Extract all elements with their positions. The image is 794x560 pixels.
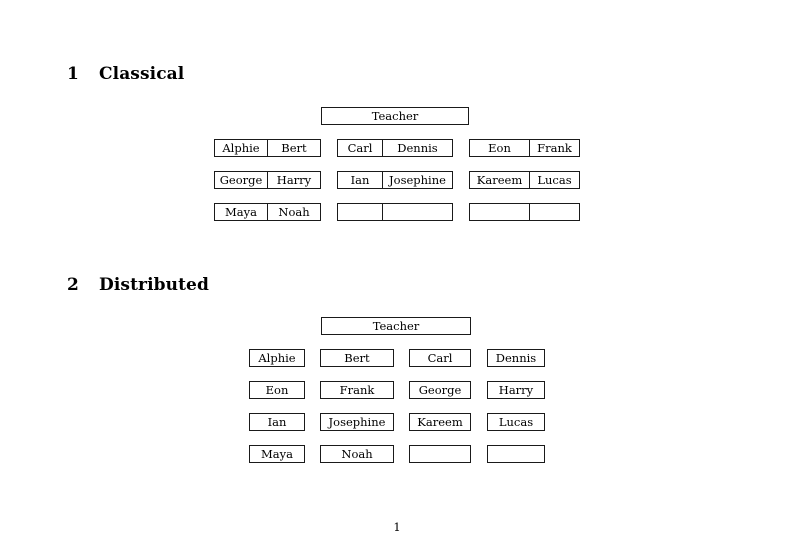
student-box: George [409, 381, 471, 399]
student-box: Ian [249, 413, 305, 431]
student-group-box: George Harry [214, 171, 321, 189]
student-cell: Lucas [498, 415, 534, 429]
section-title: Classical [99, 64, 185, 84]
student-cell: Dennis [382, 140, 452, 156]
student-cell: Josephine [328, 415, 386, 429]
student-box: Josephine [320, 413, 394, 431]
student-cell: Noah [267, 204, 320, 220]
student-group-box: Alphie Bert [214, 139, 321, 157]
student-cell: Harry [267, 172, 320, 188]
student-group-box: Maya Noah [214, 203, 321, 221]
student-box: Kareem [409, 413, 471, 431]
student-cell: Maya [225, 205, 257, 219]
section-number: 2 [67, 275, 79, 295]
student-cell: Frank [339, 383, 375, 397]
student-cell: George [418, 383, 462, 397]
section-heading-classical: 1 Classical [67, 64, 184, 84]
student-group-box [469, 203, 580, 221]
section-heading-distributed: 2 Distributed [67, 275, 209, 295]
student-cell: Harry [498, 383, 534, 397]
student-cell: Noah [341, 447, 373, 461]
student-box: Frank [320, 381, 394, 399]
section-title: Distributed [99, 275, 209, 295]
empty-box [409, 445, 471, 463]
student-cell: Alphie [222, 141, 260, 155]
student-box: Bert [320, 349, 394, 367]
student-box: Harry [487, 381, 545, 399]
student-group-box: Eon Frank [469, 139, 580, 157]
empty-cell [488, 446, 544, 462]
student-box: Lucas [487, 413, 545, 431]
student-cell: Ian [350, 173, 370, 187]
student-cell: Frank [529, 140, 579, 156]
student-cell: Eon [265, 383, 289, 397]
student-cell: Lucas [529, 172, 579, 188]
student-box: Maya [249, 445, 305, 463]
student-cell: George [219, 173, 263, 187]
empty-cell [410, 446, 470, 462]
student-group-box [337, 203, 453, 221]
empty-box [487, 445, 545, 463]
student-cell: Eon [488, 141, 511, 155]
student-cell: Ian [267, 415, 287, 429]
page-number: 1 [393, 520, 401, 534]
student-group-box: Carl Dennis [337, 139, 453, 157]
empty-cell [470, 204, 529, 220]
empty-cell [529, 204, 579, 220]
student-cell: Carl [427, 351, 453, 365]
teacher-box-distributed: Teacher [321, 317, 471, 335]
student-box: Noah [320, 445, 394, 463]
student-group-box: Ian Josephine [337, 171, 453, 189]
student-box: Dennis [487, 349, 545, 367]
student-cell: Bert [267, 140, 320, 156]
student-box: Carl [409, 349, 471, 367]
student-cell: Bert [344, 351, 370, 365]
student-cell: Josephine [382, 172, 452, 188]
empty-cell [382, 204, 452, 220]
student-cell: Carl [347, 141, 373, 155]
student-cell: Maya [261, 447, 293, 461]
student-cell: Kareem [417, 415, 463, 429]
teacher-box-classical: Teacher [321, 107, 469, 125]
student-group-box: Kareem Lucas [469, 171, 580, 189]
student-cell: Alphie [258, 351, 296, 365]
student-box: Alphie [249, 349, 305, 367]
section-number: 1 [67, 64, 79, 84]
student-box: Eon [249, 381, 305, 399]
empty-cell [338, 204, 382, 220]
student-cell: Kareem [476, 173, 523, 187]
student-cell: Dennis [495, 351, 537, 365]
